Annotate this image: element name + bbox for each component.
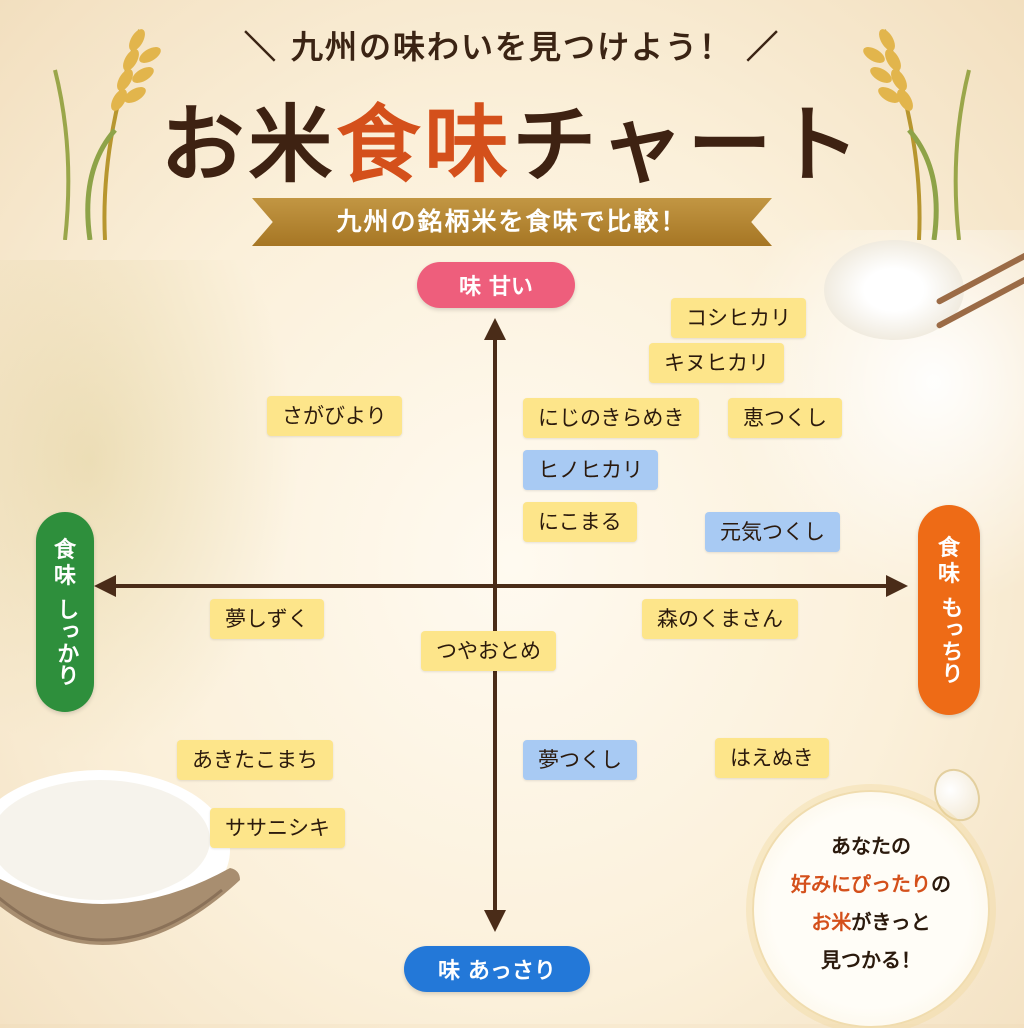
axis-label-firm-line: 食	[53, 537, 76, 563]
variety-label: さがびより	[267, 396, 402, 436]
axis-label-sweet: 味 甘い	[417, 262, 575, 308]
callout-line-4: 見つかる！	[821, 948, 921, 972]
variety-label: はえぬき	[715, 738, 829, 778]
arrow-down-icon	[484, 910, 506, 932]
callout-highlight: お米	[811, 910, 852, 934]
variety-label: あきたこまち	[177, 740, 333, 780]
variety-label: 夢しずく	[210, 599, 324, 639]
rice-stalk-icon	[863, 29, 971, 240]
variety-label: ササニシキ	[210, 808, 345, 848]
page-subtitle: ＼ 九州の味わいを見つけよう！ ／	[243, 28, 781, 66]
callout-text: の	[931, 872, 951, 896]
arrow-right-icon	[886, 575, 908, 597]
axis-label-firm-line: 味	[53, 564, 76, 589]
variety-label: 元気つくし	[705, 512, 840, 552]
variety-label: コシヒカリ	[671, 298, 806, 338]
subtitle-ribbon: 九州の銘柄米を食味で比較！	[252, 198, 772, 246]
variety-label: 森のくまさん	[642, 599, 798, 639]
title-part-1: お米	[160, 95, 337, 194]
variety-label: 恵つくし	[728, 398, 842, 438]
variety-label: キヌヒカリ	[649, 343, 784, 383]
axis-label-firm-line: しっかり	[53, 598, 79, 687]
callout-circle: あなたの 好みにぴったりの お米がきっと 見つかる！	[752, 790, 990, 1028]
arrow-left-icon	[94, 575, 116, 597]
rice-stalk-icon	[53, 29, 161, 240]
page-title: お米食味チャート	[0, 78, 1024, 199]
axis-label-sticky-line: もっちり	[937, 596, 963, 685]
callout-line-2: 好みにぴったりの	[754, 868, 988, 897]
vertical-axis	[493, 332, 497, 912]
callout-line-1: あなたの	[831, 834, 911, 858]
variety-label: ヒノヒカリ	[523, 450, 658, 490]
horizontal-axis	[112, 584, 888, 588]
variety-label: にじのきらめき	[523, 398, 700, 438]
axis-label-light: 味 あっさり	[404, 946, 590, 992]
title-part-2: チャート	[512, 95, 864, 194]
axis-label-sticky-line: 食	[937, 535, 960, 561]
variety-label: 夢つくし	[523, 740, 637, 780]
title-accent: 食味	[336, 95, 513, 194]
axis-label-firm: 食 味 しっかり	[36, 512, 94, 712]
callout-text: がきっと	[851, 910, 931, 934]
axis-label-sticky: 食 味 もっちり	[918, 505, 980, 715]
axis-label-sticky-line: 味	[937, 562, 960, 587]
rice-bowl-image	[0, 770, 240, 945]
variety-label: にこまる	[523, 502, 637, 542]
callout-line-3: お米がきっと	[754, 906, 988, 935]
arrow-up-icon	[484, 318, 506, 340]
variety-label: つやおとめ	[421, 631, 556, 671]
callout-highlight: 好みにぴったり	[791, 872, 931, 896]
